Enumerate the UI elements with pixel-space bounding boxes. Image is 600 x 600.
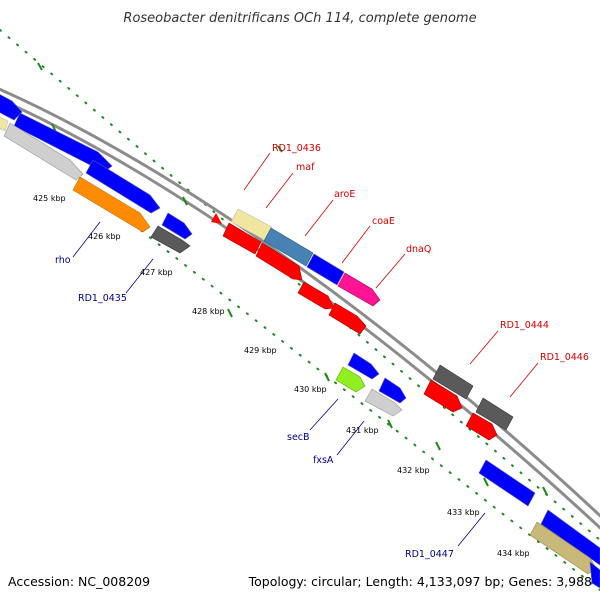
gene-lightgray-arrow[interactable] bbox=[3, 122, 84, 181]
scale-labels: 425 kbp 426 kbp 427 kbp 428 kbp 429 kbp … bbox=[33, 194, 530, 558]
tick-mark bbox=[182, 196, 188, 206]
inner-scale-track bbox=[0, 119, 600, 591]
gene-blue-arrow[interactable] bbox=[378, 377, 407, 404]
gene-magenta-arrow[interactable] bbox=[337, 272, 381, 307]
gene-label[interactable]: RD1_0444 bbox=[500, 320, 549, 331]
scale-label: 431 kbp bbox=[346, 426, 379, 435]
scale-label: 430 kbp bbox=[294, 385, 327, 394]
gene-blue-arrow[interactable] bbox=[589, 561, 600, 589]
tick-mark bbox=[435, 441, 441, 451]
gene-red-arrow[interactable] bbox=[222, 222, 262, 255]
scale-label: 425 kbp bbox=[33, 194, 66, 203]
gene-label[interactable]: aroE bbox=[334, 189, 355, 200]
scale-label: 434 kbp bbox=[497, 549, 530, 558]
scale-label: 429 kbp bbox=[244, 346, 277, 355]
reverse-gene-labels: rho RD1_0435 secB fxsA RD1_0447 bbox=[55, 255, 454, 560]
tick-mark bbox=[227, 308, 233, 318]
gene-red-arrow[interactable] bbox=[465, 412, 498, 441]
gene-label[interactable]: secB bbox=[287, 432, 310, 443]
genome-summary: Topology: circular; Length: 4,133,097 bp… bbox=[248, 574, 592, 589]
tick-mark bbox=[483, 477, 489, 487]
gene-features-left bbox=[0, 92, 193, 254]
forward-gene-labels: RD1_0436 maf aroE coaE dnaQ RD1_0444 RD1… bbox=[272, 143, 589, 363]
genome-backbone-outer bbox=[0, 87, 600, 518]
gene-red-arrow[interactable] bbox=[328, 302, 367, 335]
gene-lightgray-arrow[interactable] bbox=[364, 388, 403, 417]
tick-mark bbox=[324, 372, 330, 382]
tick-mark bbox=[387, 419, 393, 429]
gene-blue-arrow[interactable] bbox=[306, 253, 345, 286]
gene-red-arrow[interactable] bbox=[423, 379, 463, 413]
outer-scale-track bbox=[0, 29, 600, 541]
tick-mark bbox=[277, 145, 283, 153]
gene-steelblue-arrow[interactable] bbox=[263, 227, 314, 267]
gene-red-arrow[interactable] bbox=[255, 242, 303, 281]
gene-label[interactable]: RD1_0436 bbox=[272, 143, 321, 154]
gene-label[interactable]: dnaQ bbox=[406, 244, 431, 255]
gene-gray-arrow[interactable] bbox=[432, 364, 474, 400]
scale-label: 427 kbp bbox=[140, 268, 173, 277]
gene-blue-arrow[interactable] bbox=[478, 459, 536, 507]
gene-blue-arrow[interactable] bbox=[347, 352, 380, 380]
gene-label[interactable]: maf bbox=[296, 162, 315, 173]
gene-red-small[interactable] bbox=[211, 213, 222, 224]
gene-orange-arrow[interactable] bbox=[72, 176, 151, 233]
accession-label: Accession: NC_008209 bbox=[8, 574, 150, 589]
scale-label: 432 kbp bbox=[397, 466, 430, 475]
scale-label: 433 kbp bbox=[447, 508, 480, 517]
forward-leader-lines bbox=[243, 152, 539, 398]
gene-blue-arrow[interactable] bbox=[85, 159, 161, 214]
scale-label: 426 kbp bbox=[88, 232, 121, 241]
reverse-leader-lines bbox=[72, 221, 486, 547]
tick-mark bbox=[542, 486, 548, 496]
gene-blue-arrow[interactable] bbox=[540, 509, 600, 566]
gene-label[interactable]: RD1_0435 bbox=[78, 293, 127, 304]
gene-gray-arrow[interactable] bbox=[150, 225, 191, 254]
scale-label: 428 kbp bbox=[192, 307, 225, 316]
gene-label[interactable]: RD1_0446 bbox=[540, 352, 589, 363]
gene-label[interactable]: coaE bbox=[372, 216, 395, 227]
gene-features-right bbox=[423, 364, 600, 589]
gene-label[interactable]: fxsA bbox=[313, 455, 334, 466]
gene-features-middle bbox=[211, 208, 407, 417]
gene-red-arrow[interactable] bbox=[297, 281, 335, 310]
gene-blue-arrow[interactable] bbox=[161, 212, 193, 240]
gene-blue-arrow[interactable] bbox=[0, 92, 23, 121]
gene-gray-arrow[interactable] bbox=[475, 397, 514, 431]
gene-lime-arrow[interactable] bbox=[335, 366, 366, 393]
tick-mark bbox=[37, 62, 43, 71]
map-title: Roseobacter denitrificans OCh 114, compl… bbox=[123, 11, 476, 26]
gene-khaki-bar[interactable] bbox=[0, 115, 9, 132]
gene-label[interactable]: rho bbox=[55, 255, 71, 266]
gene-label[interactable]: RD1_0447 bbox=[405, 549, 454, 560]
